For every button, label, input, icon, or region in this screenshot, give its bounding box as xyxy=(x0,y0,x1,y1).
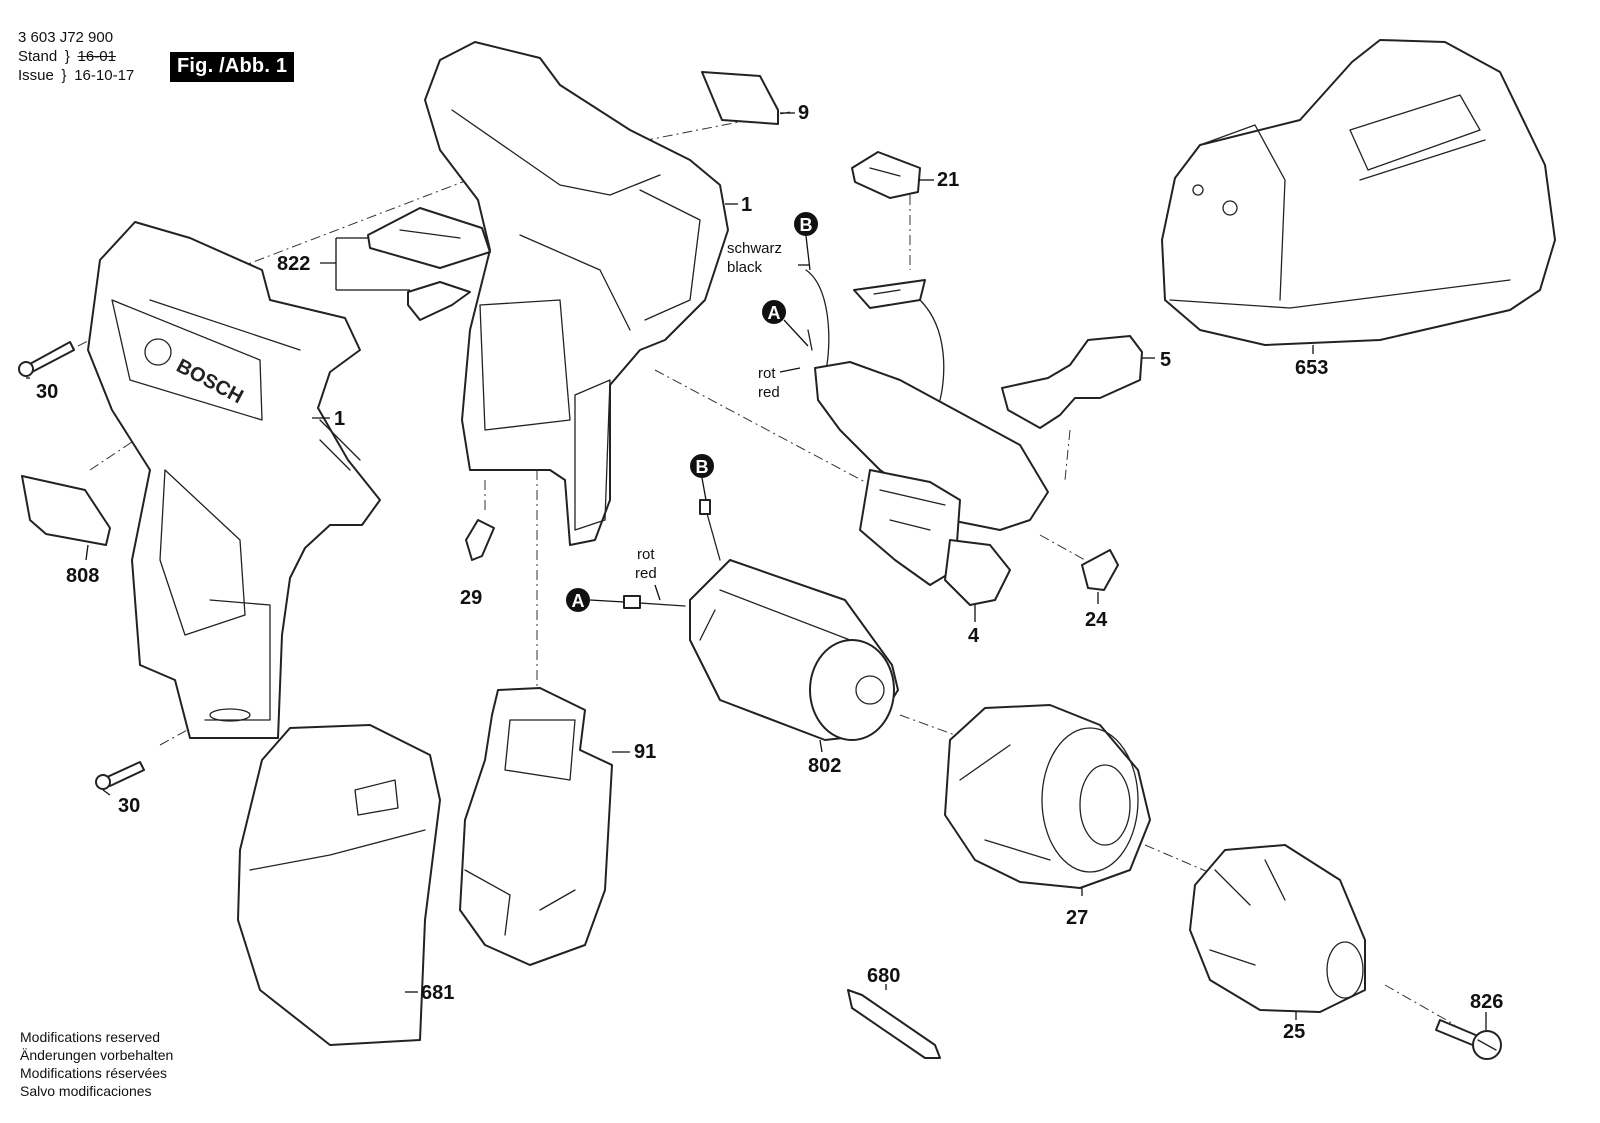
chuck-25 xyxy=(1189,844,1366,1013)
svg-text:B: B xyxy=(800,215,813,235)
brace-icon: } xyxy=(64,48,70,65)
housing-left-half: BOSCH xyxy=(87,221,381,739)
svg-text:A: A xyxy=(768,303,781,323)
part-label-30-top: 30 xyxy=(36,381,58,403)
part-label-27: 27 xyxy=(1066,907,1088,929)
label-plate-9 xyxy=(701,71,779,125)
svg-text:A: A xyxy=(572,591,585,611)
brace-icon: } xyxy=(61,67,67,84)
part-label-826: 826 xyxy=(1470,991,1503,1013)
switch-electronics-4 xyxy=(805,269,1049,606)
issue-label: Issue xyxy=(18,67,54,84)
wire-black-label-de: schwarz xyxy=(727,240,782,257)
rotation-switch-5 xyxy=(1001,335,1143,429)
document-header: 3 603 J72 900 Stand } 16-01 Issue } 16-1… xyxy=(18,28,134,85)
notice-line-fr: Modifications réservées xyxy=(20,1065,168,1081)
wire-black-label-en: black xyxy=(727,259,763,276)
part-label-5: 5 xyxy=(1160,349,1171,371)
battery-91 xyxy=(459,687,613,966)
part-label-91: 91 xyxy=(634,741,656,763)
gearbox-27 xyxy=(944,704,1151,889)
document-number: 3 603 J72 900 xyxy=(18,29,114,46)
screw-30-top xyxy=(18,341,75,377)
part-label-21: 21 xyxy=(937,169,959,191)
notice-line-de: Änderungen vorbehalten xyxy=(20,1047,174,1063)
housing-right-half xyxy=(424,41,729,546)
marker-a-top: A xyxy=(762,300,786,324)
wire-red-label-de-motor: rot xyxy=(637,546,655,563)
clip-29 xyxy=(465,519,495,561)
part-label-4: 4 xyxy=(968,625,980,647)
modifications-notice: Modifications reserved Änderungen vorbeh… xyxy=(20,1028,173,1100)
part-label-25: 25 xyxy=(1283,1021,1305,1043)
part-label-1-left: 1 xyxy=(334,408,345,430)
notice-line-es: Salvo modificaciones xyxy=(20,1083,152,1099)
screw-826 xyxy=(1435,1019,1502,1060)
part-label-808: 808 xyxy=(66,565,99,587)
issue-value: 16-10-17 xyxy=(74,67,135,84)
screw-30-bottom xyxy=(95,761,145,790)
marker-b-motor: B xyxy=(690,454,714,478)
stand-row: Stand } 16-01 xyxy=(18,47,134,66)
figure-tag: Fig. /Abb. 1 xyxy=(170,52,295,82)
part-label-802: 802 xyxy=(808,755,841,777)
part-label-30-bottom: 30 xyxy=(118,795,140,817)
part-label-653: 653 xyxy=(1295,357,1328,379)
issue-row: Issue } 16-10-17 xyxy=(18,66,134,85)
battery-cover-681 xyxy=(237,724,441,1046)
marker-a-motor: A xyxy=(566,588,590,612)
part-label-680: 680 xyxy=(867,965,900,987)
part-label-24: 24 xyxy=(1085,609,1108,631)
switch-slider-822 xyxy=(367,207,491,321)
svg-text:B: B xyxy=(696,457,709,477)
stand-value: 16-01 xyxy=(77,48,116,65)
part-label-681: 681 xyxy=(421,982,454,1004)
charger-653 xyxy=(1161,39,1556,346)
notice-line-en: Modifications reserved xyxy=(20,1029,161,1045)
label-808 xyxy=(21,475,111,546)
stand-label: Stand xyxy=(18,48,58,65)
screwdriver-bit-680 xyxy=(847,989,941,1059)
led-board-21 xyxy=(851,151,921,199)
part-label-29: 29 xyxy=(460,587,482,609)
motor-802 xyxy=(623,499,899,741)
part-label-9: 9 xyxy=(798,102,809,124)
wire-red-label-en-top: red xyxy=(758,384,780,401)
direction-switch-24 xyxy=(1081,549,1119,591)
part-label-1-right: 1 xyxy=(741,194,752,216)
marker-b-top: B xyxy=(794,212,818,236)
part-label-822: 822 xyxy=(277,253,310,275)
wire-red-label-en-motor: red xyxy=(635,565,657,582)
wire-red-label-de-top: rot xyxy=(758,365,776,382)
